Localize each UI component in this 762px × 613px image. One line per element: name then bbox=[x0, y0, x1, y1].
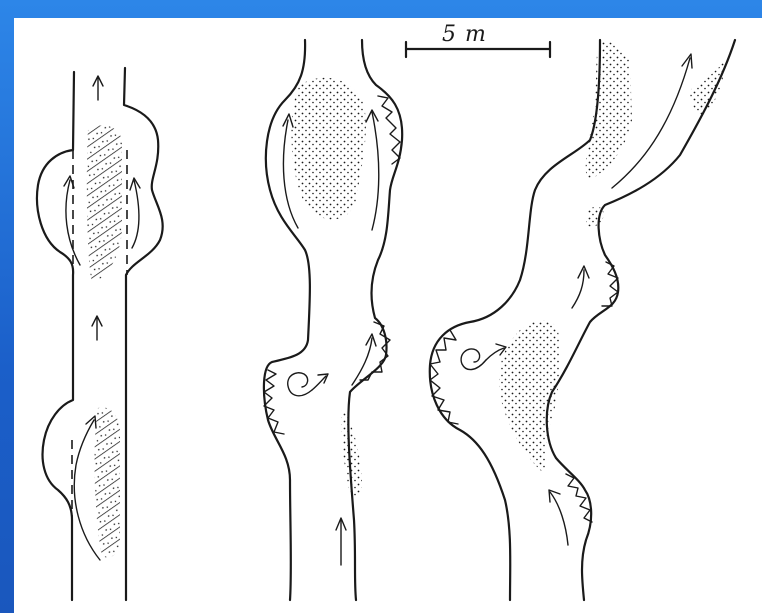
eroded-bank-teeth bbox=[264, 370, 284, 434]
eddy-swirl bbox=[461, 349, 486, 370]
upper-right-dotted-strip bbox=[690, 60, 725, 115]
right-channel bbox=[430, 40, 735, 600]
lower-dotted-strip bbox=[342, 410, 362, 497]
right-channel-left-bank bbox=[430, 40, 600, 600]
eddy-swirl bbox=[288, 373, 312, 396]
eroded-bank-teeth bbox=[430, 330, 458, 424]
curved-flow-arrow bbox=[372, 112, 379, 230]
upper-dotted-bar bbox=[586, 42, 632, 180]
flow-arrow bbox=[93, 76, 103, 100]
upper-hatched-bar bbox=[87, 125, 122, 282]
right-channel-right-bank bbox=[547, 40, 735, 600]
curved-flow-arrow bbox=[572, 270, 584, 308]
curved-flow-arrow bbox=[66, 180, 80, 265]
middle-channel bbox=[264, 40, 402, 600]
curved-flow-arrow bbox=[132, 180, 139, 248]
curved-flow-arrow bbox=[550, 492, 568, 545]
left-channel-right-bank bbox=[124, 68, 163, 600]
flow-arrow bbox=[336, 518, 346, 565]
flow-arrow bbox=[92, 316, 102, 340]
small-dotted-strip bbox=[586, 207, 604, 227]
upper-dotted-bar bbox=[291, 78, 365, 220]
lower-hatched-bar bbox=[95, 407, 120, 557]
left-channel bbox=[37, 68, 163, 600]
scale-bar-label: 5 m bbox=[442, 22, 487, 47]
left-channel-left-bank bbox=[37, 72, 74, 600]
